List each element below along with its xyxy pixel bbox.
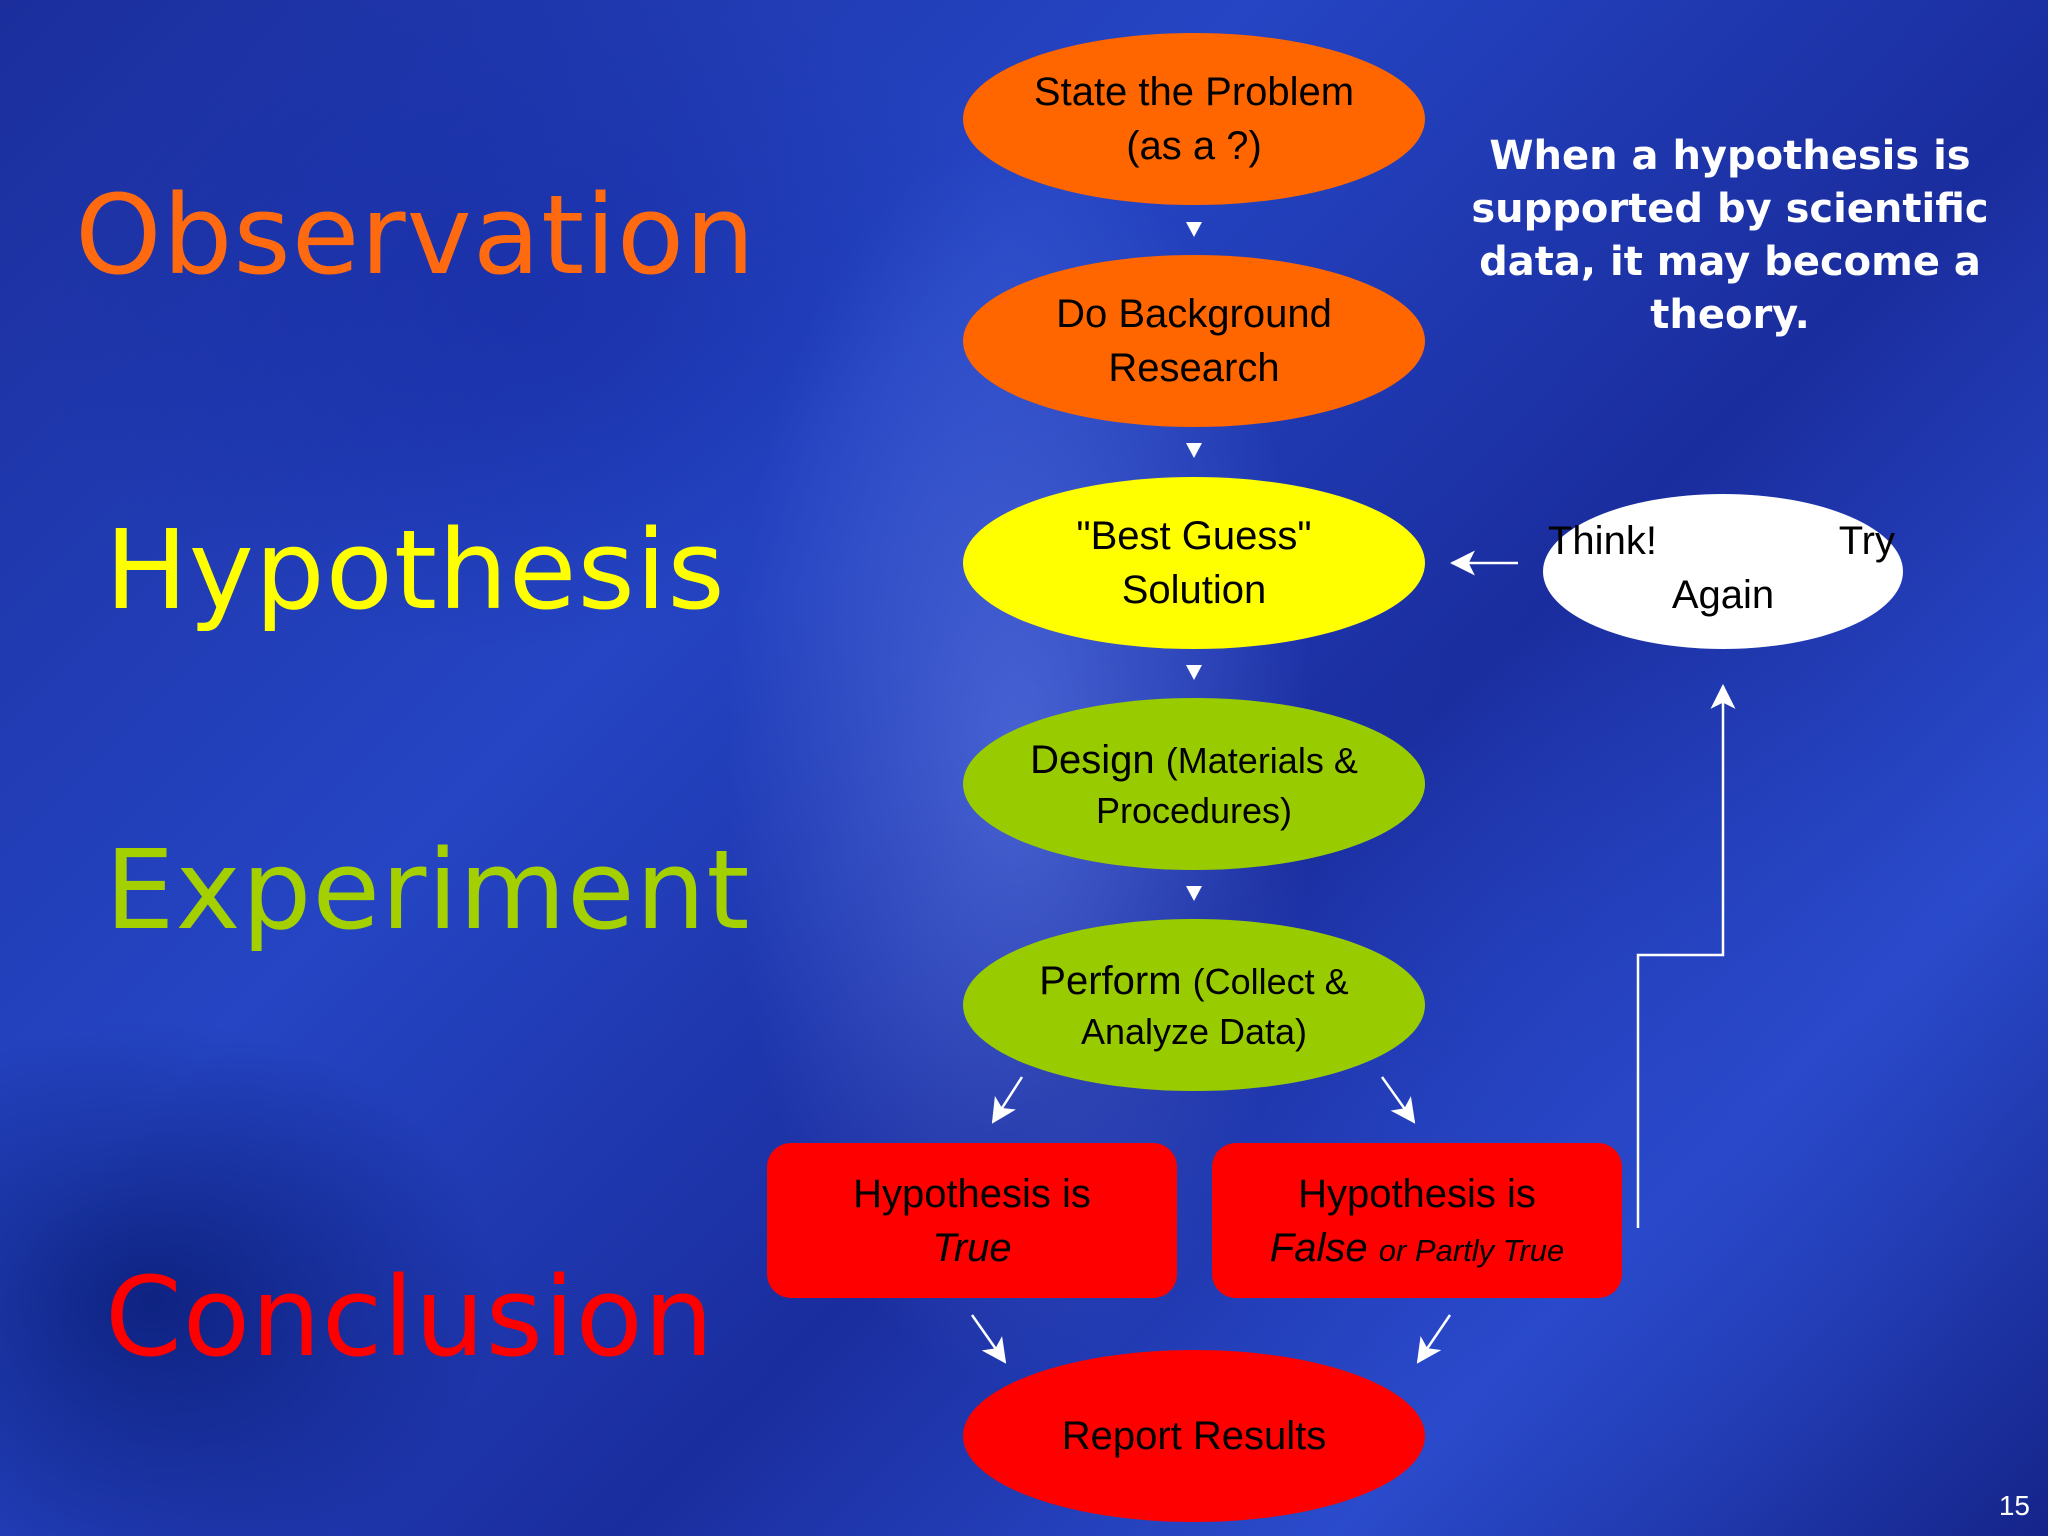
again-label: Again	[1671, 573, 1775, 617]
hypothesis-false-line2: False or Partly True	[1270, 1221, 1564, 1275]
perform-main: Perform	[1039, 958, 1182, 1003]
arrow-design-to-perform	[1186, 886, 1202, 901]
perform-line1: Perform (Collect &	[1039, 954, 1348, 1008]
report-results-label: Report Results	[1061, 1414, 1327, 1458]
try-label: Try	[1838, 519, 1895, 563]
state-problem-ellipse: State the Problem (as a ?)	[963, 33, 1425, 205]
design-line1: Design (Materials &	[1030, 733, 1358, 787]
stage-label-hypothesis: Hypothesis	[105, 506, 726, 634]
perform-detail2: Analyze Data)	[1080, 1010, 1308, 1052]
arrow-true-to-report	[970, 1314, 1007, 1364]
background-research-line1: Do Background	[1056, 292, 1332, 336]
background-research-line2: Research	[1108, 346, 1280, 390]
design-ellipse: Design (Materials & Procedures)	[963, 698, 1425, 870]
hypothesis-false-line1: Hypothesis is	[1298, 1171, 1536, 1216]
stage-label-conclusion-text: Conclusion	[105, 1253, 715, 1381]
theory-note: When a hypothesis is supported by scient…	[1471, 133, 1989, 338]
hypothesis-true-box: Hypothesis is True	[767, 1143, 1177, 1298]
arrow-research-to-guess	[1186, 443, 1202, 458]
think-label: Think!	[1548, 519, 1657, 563]
stage-label-experiment: Experiment	[105, 826, 751, 954]
best-guess-ellipse: "Best Guess" Solution	[963, 477, 1425, 649]
design-detail2: Procedures)	[1095, 789, 1293, 831]
arrow-perform-to-false	[1380, 1076, 1416, 1124]
perform-ellipse: Perform (Collect & Analyze Data)	[963, 919, 1425, 1091]
down-arrows	[1186, 222, 1202, 901]
hypothesis-false-box: Hypothesis is False or Partly True	[1212, 1143, 1622, 1298]
state-problem-line2: (as a ?)	[1126, 124, 1262, 168]
hypothesis-false-word: False	[1269, 1225, 1368, 1270]
think-try-again-ellipse: Think! Try Again	[1543, 494, 1903, 649]
stage-label-conclusion: Conclusion	[105, 1262, 714, 1372]
page-number: 15	[1998, 1490, 2030, 1521]
hypothesis-true-line1: Hypothesis is	[853, 1171, 1091, 1216]
arrow-perform-to-true	[991, 1076, 1024, 1124]
design-detail: (Materials &	[1165, 739, 1358, 781]
stage-label-observation: Observation	[75, 171, 756, 299]
state-problem-line1: State the Problem	[1033, 70, 1355, 114]
think-try-again-content: Think! Try Again	[1543, 494, 1903, 649]
perform-detail: (Collect &	[1192, 960, 1349, 1002]
background-research-ellipse: Do Background Research	[963, 255, 1425, 427]
arrow-guess-to-design	[1186, 665, 1202, 680]
report-results-ellipse: Report Results	[963, 1350, 1425, 1522]
hypothesis-false-partly: or Partly True	[1378, 1232, 1565, 1268]
best-guess-line1: "Best Guess"	[1076, 514, 1312, 558]
arrow-false-to-retry	[1636, 683, 1736, 1228]
best-guess-line2: Solution	[1121, 568, 1267, 612]
arrow-false-to-report	[1416, 1314, 1452, 1364]
arrow-problem-to-research	[1186, 222, 1202, 237]
hypothesis-true-line2: True	[932, 1225, 1012, 1270]
design-main: Design	[1030, 737, 1155, 782]
